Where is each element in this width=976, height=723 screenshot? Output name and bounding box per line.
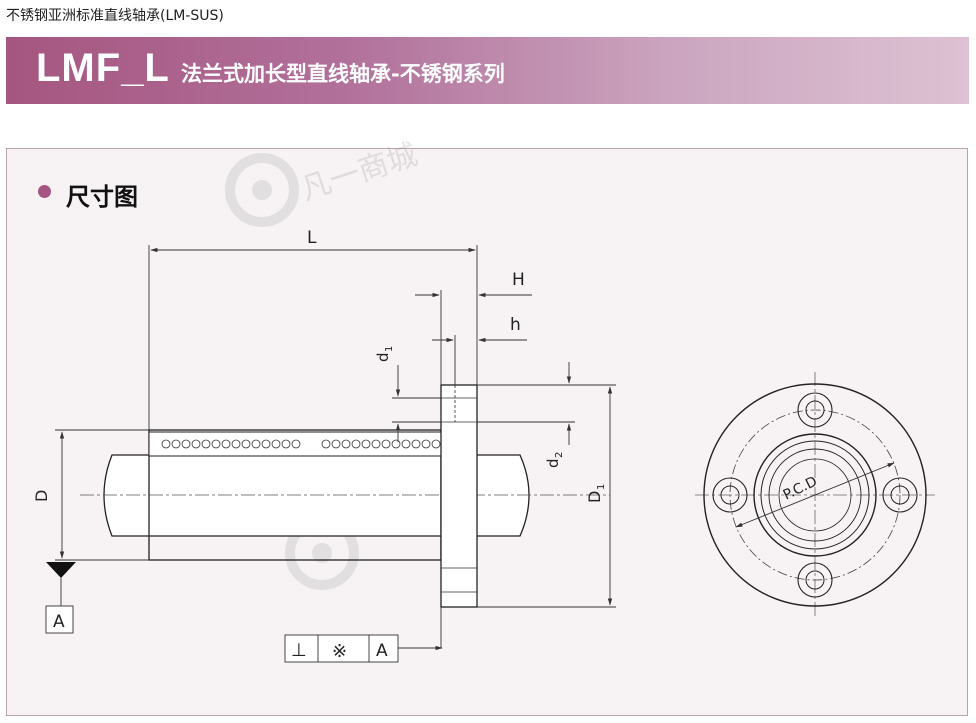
title-banner: LMF_L 法兰式加长型直线轴承-不锈钢系列 (6, 37, 969, 104)
product-code: LMF_L (36, 46, 170, 90)
pcd-label: P.C.D (781, 474, 820, 504)
section-title: 尺寸图 (66, 183, 138, 211)
bullet-dot-icon (38, 185, 51, 198)
dim-label-H: H (512, 270, 525, 290)
watermark-text: 凡一商城 (297, 137, 422, 207)
flange (440, 384, 478, 608)
dim-label-d2: d (544, 458, 562, 468)
dim-label-d1-sub: 1 (384, 346, 395, 352)
datum-label: A (53, 612, 65, 632)
tolerance-frame (284, 607, 443, 663)
product-title: 法兰式加长型直线轴承-不锈钢系列 (181, 62, 505, 86)
breadcrumb: 不锈钢亚洲标准直线轴承(LM-SUS) (6, 8, 224, 24)
dim-label-d1: d (374, 352, 392, 362)
dim-label-d2-sub: 2 (554, 452, 565, 458)
dim-label-h: h (510, 315, 521, 335)
tolerance-datum: A (376, 641, 388, 661)
datum-box (45, 605, 74, 634)
datum-triangle-icon (46, 562, 76, 578)
shaft (80, 454, 610, 537)
dim-label-D: D (32, 490, 51, 502)
perpendicularity-icon: ⊥ (291, 640, 307, 661)
front-view (695, 372, 935, 618)
dim-label-D1: D (585, 491, 604, 503)
tolerance-zone-icon: ※ (332, 641, 347, 662)
dim-label-L: L (307, 228, 317, 248)
dim-label-D1-sub: 1 (596, 484, 607, 490)
